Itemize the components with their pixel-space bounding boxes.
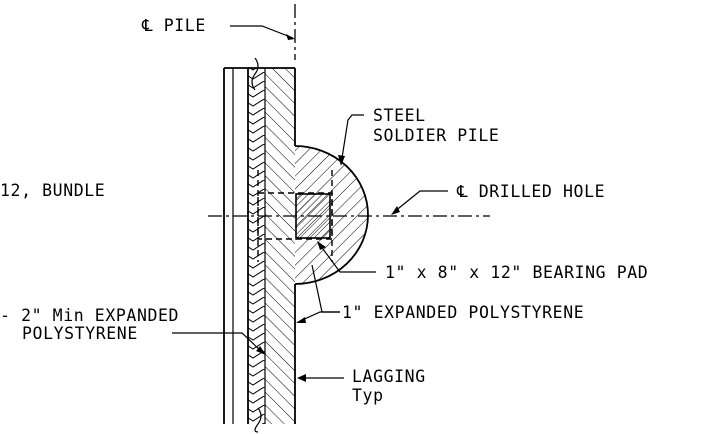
eps-2in-label-line1: - 2" Min EXPANDED: [0, 306, 179, 325]
steel-label-line1: STEEL: [373, 106, 426, 125]
lagging-plank: [224, 68, 248, 424]
lagging-label-line1: LAGGING: [352, 367, 426, 386]
bearing-pad-label: 1" x 8" x 12" BEARING PAD: [385, 263, 648, 282]
steel-label-line2: SOLDIER PILE: [373, 126, 499, 145]
cl-pile-label: ℄ PILE: [141, 16, 206, 35]
eps-1in-label: 1" EXPANDED POLYSTYRENE: [342, 303, 584, 322]
eps-2in-zone: [248, 68, 265, 424]
cl-drilled-hole-label: ℄ DRILLED HOLE: [456, 182, 605, 201]
pile-concrete-zone: [265, 68, 295, 424]
break-mark-top: [251, 57, 259, 91]
bundle-label: 12, BUNDLE: [0, 181, 105, 200]
break-mark-bottom: [254, 407, 262, 433]
lagging-label-line2: Typ: [352, 386, 384, 405]
eps-2in-label-line2: POLYSTYRENE: [22, 324, 138, 343]
drilled-hole-outline: [294, 145, 369, 285]
